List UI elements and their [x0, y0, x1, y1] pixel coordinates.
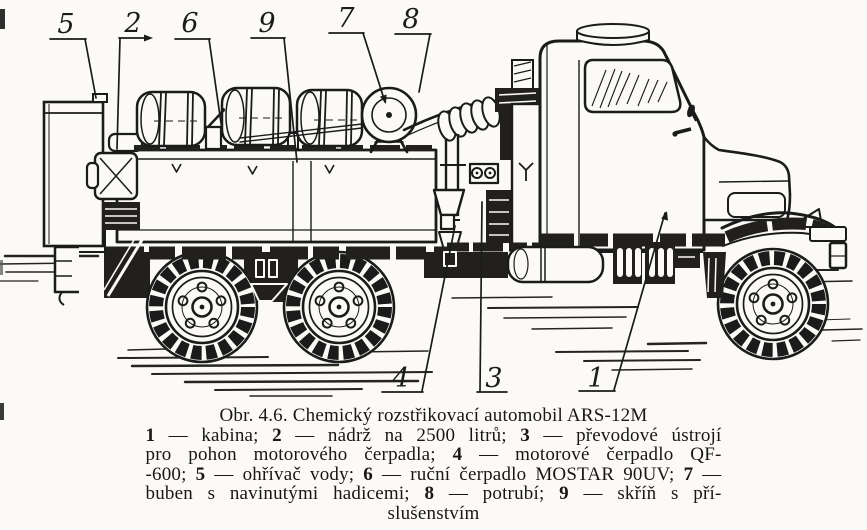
callout-9-leader — [283, 37, 298, 163]
hand-pump — [204, 108, 225, 151]
hood — [702, 135, 823, 228]
callout-3: 3 — [476, 201, 508, 394]
transmission-gearbox — [486, 190, 512, 243]
callout-9-label: 9 — [258, 8, 275, 39]
drums — [135, 86, 364, 151]
callout-2: 2 — [116, 8, 153, 150]
rear-wheel-2 — [283, 251, 395, 363]
callout-2-leader — [116, 37, 121, 150]
pump-unit — [432, 96, 512, 251]
callout-5-leader — [84, 38, 97, 99]
tank — [85, 132, 438, 244]
hose-reel — [360, 86, 418, 154]
caption-line: 1 — kabina; 2 — nádrž na 2500 litrů; 3 —… — [145, 424, 722, 446]
callout-5: 5 — [49, 9, 97, 99]
callout-7-label: 7 — [337, 3, 355, 34]
callout-4: 4 — [381, 225, 456, 394]
callout-3-label: 3 — [485, 363, 502, 394]
caption-line: buben s navinutými hadicemi; 8 — potrubí… — [145, 483, 722, 505]
callout-4-leader — [421, 225, 456, 392]
callout-8-label: 8 — [402, 4, 419, 35]
cab-window — [583, 58, 682, 114]
callout-7: 7 — [328, 3, 387, 104]
callout-1: 1 — [578, 211, 668, 394]
brand-emblem — [518, 162, 534, 181]
callout-1-leader — [613, 212, 666, 391]
fuel-tank — [506, 245, 605, 284]
callout-8-leader — [418, 33, 431, 93]
rear-wheel-1 — [146, 251, 258, 363]
callouts: 5 2 6 9 7 8 — [49, 3, 668, 394]
equipment-cabinet — [495, 59, 542, 254]
figure-caption: Obr. 4.6. Chemický rozstřikovací automob… — [146, 406, 722, 524]
callout-4-label: 4 — [391, 363, 409, 394]
callout-6-label: 6 — [181, 8, 198, 39]
window-reflection-hatch — [591, 68, 668, 109]
caption-title: Obr. 4.6. Chemický rozstřikovací automob… — [219, 405, 648, 426]
motor-pump — [432, 188, 466, 217]
callout-8: 8 — [394, 4, 432, 93]
callout-3-leader — [479, 201, 483, 392]
scan-artifacts — [0, 9, 5, 275]
callout-9: 9 — [250, 8, 298, 163]
chassis-details — [103, 226, 848, 302]
rear-mudguard-stay — [106, 239, 144, 297]
front-wheel — [717, 248, 829, 360]
caption-line: -600; 5 — ohřívač vody; 6 — ruční čerpad… — [145, 463, 722, 485]
cab — [538, 23, 706, 253]
truck-illustration: 5 2 6 9 7 8 — [0, 3, 863, 397]
callout-5-label: 5 — [57, 9, 74, 40]
callout-7-leader — [362, 32, 386, 103]
callout-6-leader — [208, 38, 223, 131]
callout-2-label: 2 — [123, 8, 141, 39]
suspension-bracket — [255, 259, 265, 278]
door-handle — [674, 127, 692, 135]
drum-2 — [220, 86, 292, 147]
drum-3 — [295, 88, 364, 148]
caption-line: pro pohon motorového čerpadla; 4 — motor… — [145, 444, 722, 466]
callout-6: 6 — [174, 8, 223, 131]
callout-1-label: 1 — [587, 363, 604, 394]
caption-line: slušenstvím — [387, 502, 480, 524]
scan-artifact-caption — [0, 403, 4, 420]
drum-1 — [135, 90, 207, 148]
